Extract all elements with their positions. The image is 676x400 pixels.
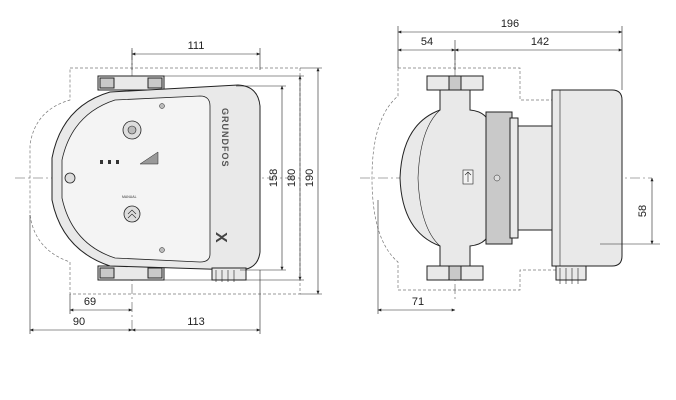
side-bottom-flange-nut [448,265,462,281]
led-indicator-3 [116,160,119,164]
dim-label-142: 142 [531,36,549,48]
dim-label-111: 111 [188,40,205,52]
top-knob-center [127,125,137,135]
dim-label-69: 69 [84,296,96,308]
rivet-bottom [159,247,165,253]
dim-label-158: 158 [268,169,280,187]
front-view: MANUAL GRUNDFOS X 111 158 180 190 [15,40,322,334]
manual-label: MANUAL [122,195,137,199]
front-envelope-outline [29,67,301,295]
dim-label-113: 113 [187,316,205,328]
dim-label-90: 90 [73,316,85,328]
top-flange-nut-right [147,77,163,89]
dim-label-190: 190 [304,169,316,187]
control-panel-face [61,95,211,263]
bottom-flange-nut-right [147,267,163,279]
side-cable-connector [555,265,587,281]
brand-logo-mark: X [212,232,229,243]
housing-contour-line [417,109,441,247]
vent-screw [493,174,501,182]
front-screw [64,172,76,184]
side-envelope-outline [371,67,557,291]
dim-label-180: 180 [286,169,298,187]
stator-housing [517,125,553,231]
dim-label-54: 54 [421,36,433,48]
side-top-flange-nut [448,75,462,91]
bottom-knob-arrows [127,209,137,219]
connector-ribs [215,270,235,282]
pump-housing [399,89,491,267]
led-indicator-1 [100,160,103,164]
motor-flange [509,117,519,239]
brand-logo-text: GRUNDFOS [220,108,230,168]
control-box-side [551,89,623,267]
dim-label-58: 58 [637,205,649,217]
rivet-top [159,103,165,109]
dim-label-196: 196 [501,18,519,30]
setpoint-ramp-icon [139,151,159,165]
dim-label-71: 71 [412,296,424,308]
side-view: 196 54 142 58 71 [360,18,660,314]
flow-arrow-icon [464,171,472,182]
side-connector-ribs [559,268,579,284]
top-flange-nut-left [99,77,115,89]
led-indicator-2 [108,160,111,164]
bottom-flange-nut-left [99,267,115,279]
